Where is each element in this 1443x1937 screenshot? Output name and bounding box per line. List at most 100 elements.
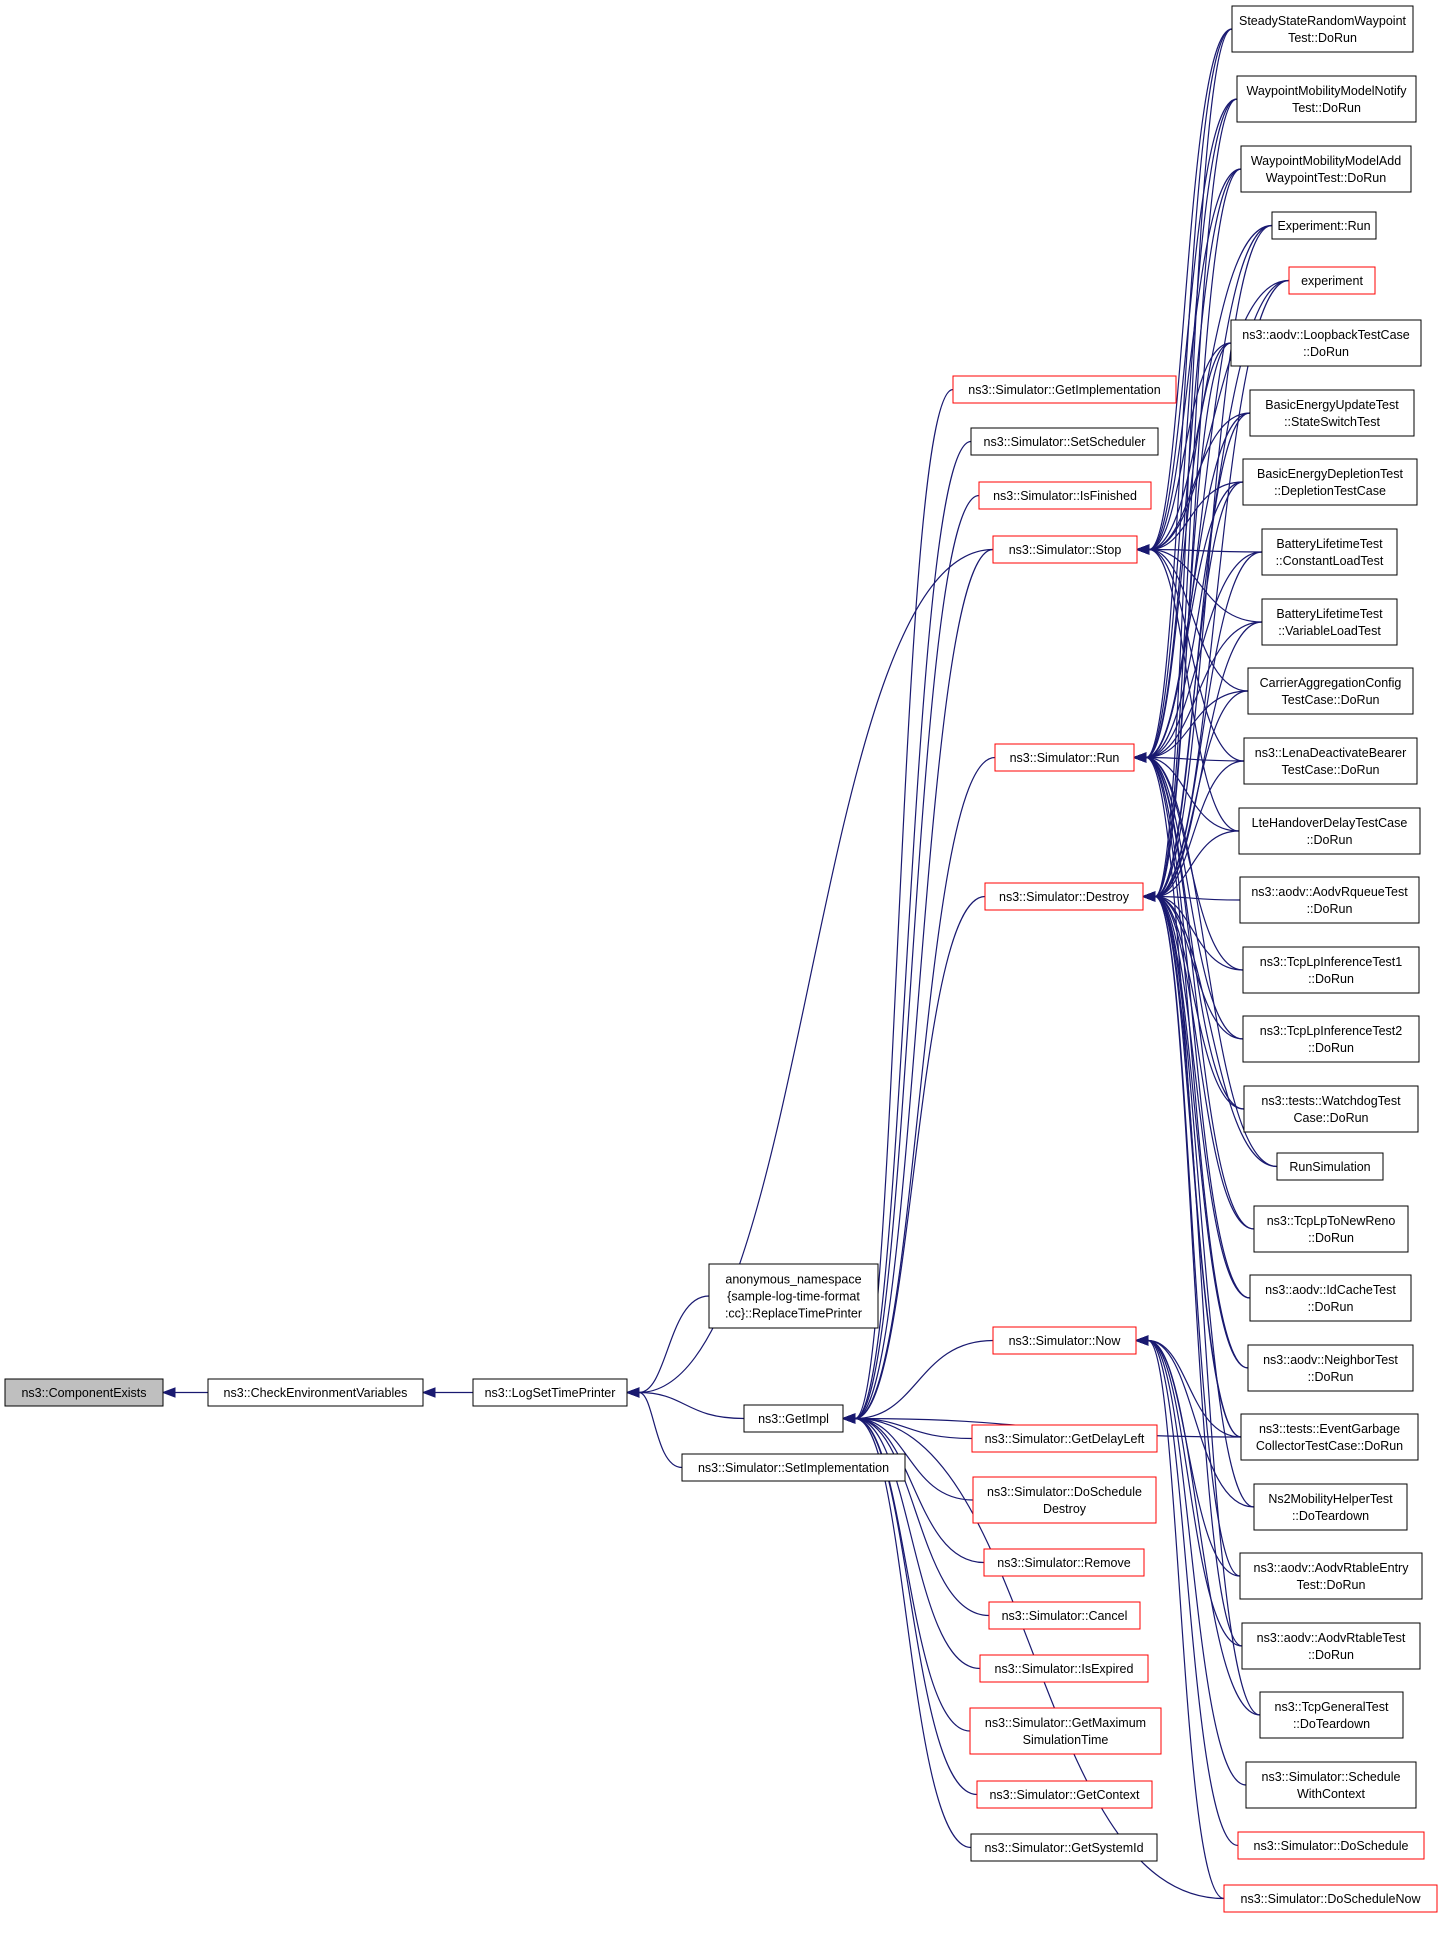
node-set_scheduler[interactable]: ns3::Simulator::SetScheduler xyxy=(970,427,1159,456)
node-battery_variable[interactable]: BatteryLifetimeTest::VariableLoadTest xyxy=(1261,598,1398,646)
node-label: CarrierAggregationConfig xyxy=(1260,676,1402,690)
node-label: ::DoRun xyxy=(1308,1370,1354,1384)
node-basic_energy_depletion[interactable]: BasicEnergyDepletionTest::DepletionTestC… xyxy=(1242,458,1418,506)
node-box xyxy=(992,1326,1137,1355)
arrowhead-stop-to-log_set_time_printer xyxy=(625,1387,640,1398)
node-label: {sample-log-time-format xyxy=(727,1290,860,1304)
node-label: Test::DoRun xyxy=(1297,1578,1366,1592)
node-experiment_run[interactable]: Experiment::Run xyxy=(1271,211,1377,240)
node-get_impl[interactable]: ns3::GetImpl xyxy=(743,1404,844,1433)
node-log_set_time_printer[interactable]: ns3::LogSetTimePrinter xyxy=(472,1378,628,1407)
node-label: ::DoTeardown xyxy=(1292,1509,1369,1523)
node-do_schedule[interactable]: ns3::Simulator::DoSchedule xyxy=(1237,1831,1425,1860)
node-tcp_lp_inf2[interactable]: ns3::TcpLpInferenceTest2::DoRun xyxy=(1242,1015,1420,1063)
call-edge-battery_variable-to-run xyxy=(1145,621,1263,759)
call-edge-rtable-to-destroy xyxy=(1154,895,1243,1647)
node-replace_time_printer[interactable]: anonymous_namespace {sample-log-time-form… xyxy=(708,1263,879,1329)
node-now[interactable]: ns3::Simulator::Now xyxy=(992,1326,1137,1355)
node-label: LteHandoverDelayTestCase xyxy=(1252,816,1408,830)
node-waypoint_add[interactable]: WaypointMobilityModelAddWaypointTest::Do… xyxy=(1240,145,1412,193)
node-box xyxy=(1239,876,1420,924)
node-label: anonymous_namespace xyxy=(725,1273,861,1287)
node-get_delay_left[interactable]: ns3::Simulator::GetDelayLeft xyxy=(971,1424,1158,1453)
call-edge-replace_time_printer-to-log_set_time_printer xyxy=(638,1295,710,1394)
node-label: ns3::Simulator::Destroy xyxy=(999,890,1130,904)
node-box xyxy=(1239,1552,1423,1600)
node-lte_handover[interactable]: LteHandoverDelayTestCase::DoRun xyxy=(1238,807,1421,855)
node-tcp_lp_inf1[interactable]: ns3::TcpLpInferenceTest1::DoRun xyxy=(1242,946,1420,994)
node-cancel[interactable]: ns3::Simulator::Cancel xyxy=(988,1601,1141,1630)
node-box xyxy=(971,1424,1158,1453)
node-loopback[interactable]: ns3::aodv::LoopbackTestCase::DoRun xyxy=(1230,319,1422,367)
call-edge-waypoint_notify-to-destroy xyxy=(1154,98,1238,898)
node-box xyxy=(1261,598,1398,646)
node-label: ns3::GetImpl xyxy=(758,1412,829,1426)
node-rtable[interactable]: ns3::aodv::AodvRtableTest::DoRun xyxy=(1241,1622,1421,1670)
node-box xyxy=(1242,1015,1420,1063)
node-remove[interactable]: ns3::Simulator::Remove xyxy=(983,1548,1145,1577)
node-run[interactable]: ns3::Simulator::Run xyxy=(994,743,1135,772)
node-box xyxy=(1242,946,1420,994)
node-label: ns3::Simulator::IsExpired xyxy=(995,1662,1134,1676)
node-basic_energy_update[interactable]: BasicEnergyUpdateTest::StateSwitchTest xyxy=(1249,389,1415,437)
call-edge-id_cache-to-destroy xyxy=(1154,895,1251,1299)
node-label: :cc}::ReplaceTimePrinter xyxy=(725,1307,862,1321)
node-tcp_general[interactable]: ns3::TcpGeneralTest::DoTeardown xyxy=(1259,1691,1404,1739)
node-stop[interactable]: ns3::Simulator::Stop xyxy=(992,535,1138,564)
node-set_implementation[interactable]: ns3::Simulator::SetImplementation xyxy=(681,1453,906,1482)
node-label: BasicEnergyUpdateTest xyxy=(1265,398,1399,412)
call-edge-do_schedule-to-now xyxy=(1147,1339,1239,1847)
node-check_env[interactable]: ns3::CheckEnvironmentVariables xyxy=(207,1378,424,1407)
node-destroy[interactable]: ns3::Simulator::Destroy xyxy=(984,882,1144,911)
arrowhead-do_schedule_now-to-get_impl xyxy=(841,1413,856,1424)
node-label: ::DoRun xyxy=(1308,1300,1354,1314)
node-get_implementation[interactable]: ns3::Simulator::GetImplementation xyxy=(952,375,1177,404)
call-edge-lena_deactivate-to-run xyxy=(1145,756,1245,762)
node-is_finished[interactable]: ns3::Simulator::IsFinished xyxy=(978,481,1152,510)
call-edge-carrier_aggregation-to-stop xyxy=(1148,548,1249,692)
call-edge-rtable-to-now xyxy=(1147,1339,1243,1647)
node-run_simulation[interactable]: RunSimulation xyxy=(1276,1152,1384,1181)
node-label: ::VariableLoadTest xyxy=(1278,624,1381,638)
call-edge-get_impl-to-log_set_time_printer xyxy=(638,1391,745,1420)
node-box xyxy=(992,535,1138,564)
node-label: ns3::Simulator::Schedule xyxy=(1262,1770,1401,1784)
arrowhead-event_garbage-to-run xyxy=(1132,752,1147,763)
call-edge-loopback-to-run xyxy=(1145,342,1232,759)
node-ns2_mobility[interactable]: Ns2MobilityHelperTest::DoTeardown xyxy=(1253,1483,1408,1531)
node-do_schedule_now[interactable]: ns3::Simulator::DoScheduleNow xyxy=(1223,1884,1438,1913)
call-edge-experiment_run-to-stop xyxy=(1148,224,1273,551)
call-edge-schedule_with_context-to-now xyxy=(1147,1339,1247,1786)
node-get_context[interactable]: ns3::Simulator::GetContext xyxy=(976,1780,1153,1809)
node-component_exists[interactable]: ns3::ComponentExists xyxy=(4,1378,164,1407)
node-experiment[interactable]: experiment xyxy=(1288,266,1376,295)
node-box xyxy=(988,1601,1141,1630)
node-aodv_rqueue[interactable]: ns3::aodv::AodvRqueueTest::DoRun xyxy=(1239,876,1420,924)
node-event_garbage[interactable]: ns3::tests::EventGarbageCollectorTestCas… xyxy=(1240,1413,1419,1461)
call-edge-steady_state-to-run xyxy=(1145,28,1233,759)
node-box xyxy=(1243,1085,1419,1133)
node-label: ns3::Simulator::SetScheduler xyxy=(984,435,1146,449)
node-box xyxy=(1259,1691,1404,1739)
node-box xyxy=(4,1378,164,1407)
node-label: ns3::aodv::AodvRqueueTest xyxy=(1251,885,1408,899)
node-label: ns3::aodv::LoopbackTestCase xyxy=(1242,328,1410,342)
node-label: ns3::aodv::NeighborTest xyxy=(1263,1353,1398,1367)
node-tcp_lp_newreno[interactable]: ns3::TcpLpToNewReno::DoRun xyxy=(1253,1205,1409,1253)
node-is_expired[interactable]: ns3::Simulator::IsExpired xyxy=(979,1654,1149,1683)
node-label: WaypointMobilityModelNotify xyxy=(1246,84,1407,98)
node-box xyxy=(1249,1274,1412,1322)
node-id_cache[interactable]: ns3::aodv::IdCacheTest::DoRun xyxy=(1249,1274,1412,1322)
node-get_system_id[interactable]: ns3::Simulator::GetSystemId xyxy=(970,1833,1158,1862)
node-battery_constant[interactable]: BatteryLifetimeTest::ConstantLoadTest xyxy=(1261,528,1398,576)
node-neighbor[interactable]: ns3::aodv::NeighborTest::DoRun xyxy=(1247,1344,1414,1392)
